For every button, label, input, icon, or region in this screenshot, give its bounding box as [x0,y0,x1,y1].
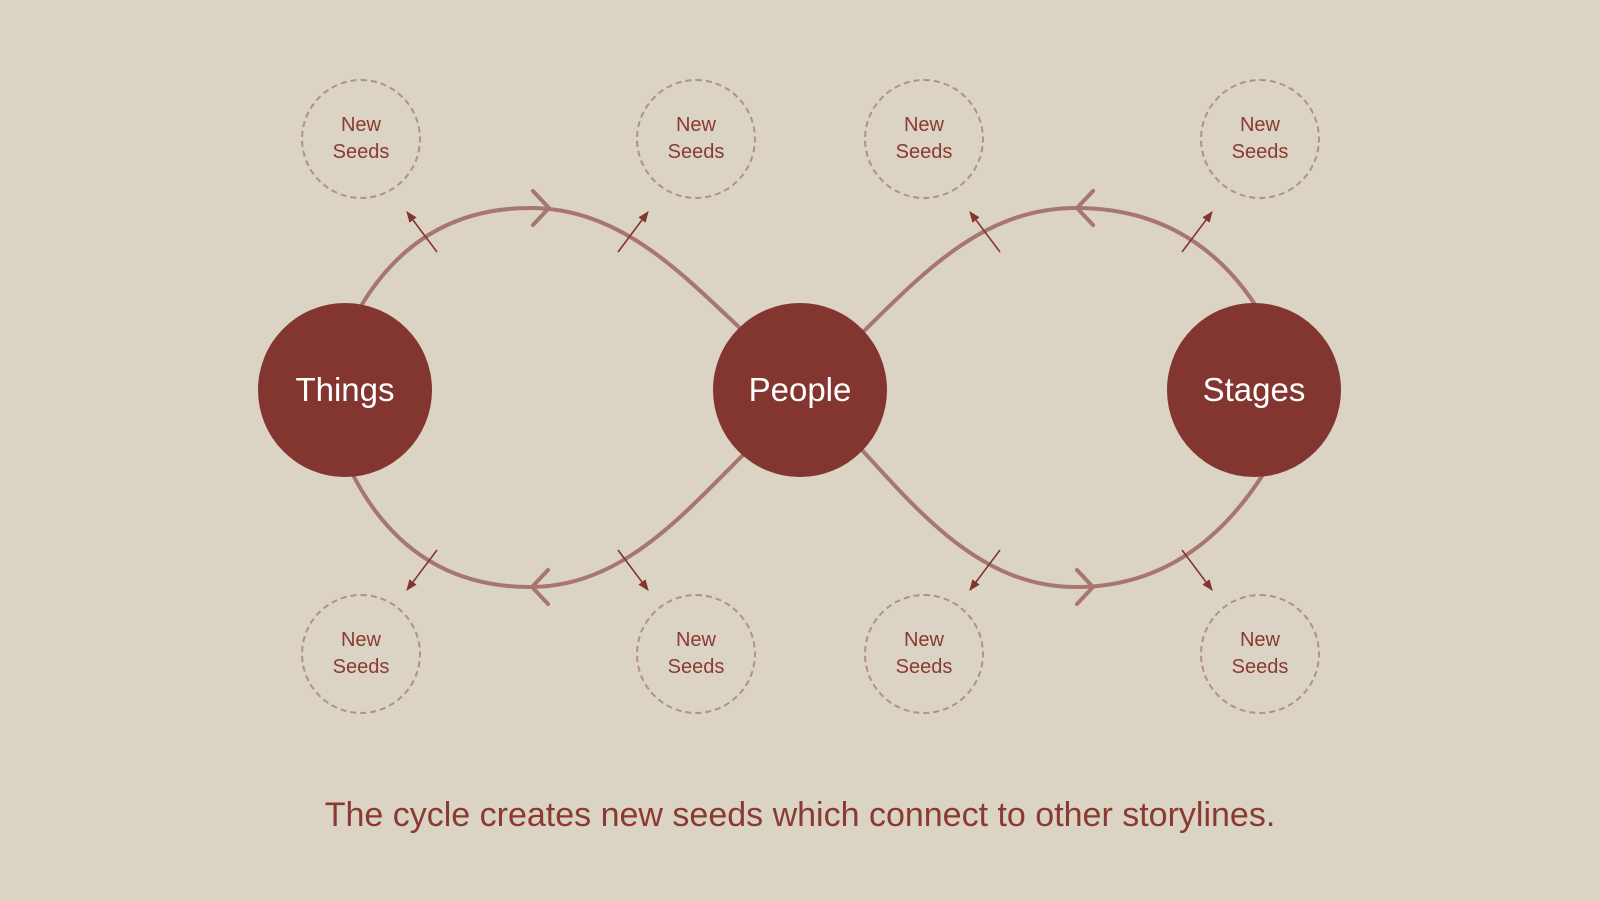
chevron-left-icon [1074,189,1095,227]
node-label: Things [295,371,395,408]
seed-arrow-icon [1181,549,1213,591]
curve-upper-right [860,205,1256,335]
seed-label-line1: New [1239,629,1280,651]
seed-arrow-icon [1181,211,1213,253]
seed-label-line2: Seeds [667,141,725,163]
seed-label-line1: New [903,629,944,651]
node-people: People [713,303,887,477]
seed-arrow-icon [617,211,649,253]
seed-label-line1: New [340,629,381,651]
chevron-left-icon [529,568,550,606]
seed-arrow-icon [617,549,649,591]
seed-label-line2: Seeds [1231,141,1289,163]
node-label: People [748,371,852,408]
seed-label-line1: New [675,114,716,136]
seed-label-line1: New [1239,114,1280,136]
seed-label-line2: Seeds [332,656,390,678]
seed-arrow-icon [969,211,1001,253]
chevron-right-icon [531,189,552,227]
seed-label-line2: Seeds [667,656,725,678]
seed-label-line2: Seeds [332,141,390,163]
seed-label-line2: Seeds [1231,656,1289,678]
chevron-right-icon [1075,568,1096,606]
node-things: Things [258,303,432,477]
seed-label-line1: New [340,114,381,136]
caption: The cycle creates new seeds which connec… [324,796,1276,834]
curve-upper-left [359,205,744,332]
seed-label-line1: New [675,629,716,651]
seed-arrow-icon [406,211,438,253]
seed-arrow-icon [406,549,438,591]
curve-lower-left [350,454,744,590]
seed-label-line1: New [903,114,944,136]
curve-lower-right [860,448,1264,590]
seed-arrow-icon [969,549,1001,591]
node-label: Stages [1202,371,1306,408]
seed-label-line2: Seeds [895,656,953,678]
seed-label-line2: Seeds [895,141,953,163]
node-stages: Stages [1167,303,1341,477]
